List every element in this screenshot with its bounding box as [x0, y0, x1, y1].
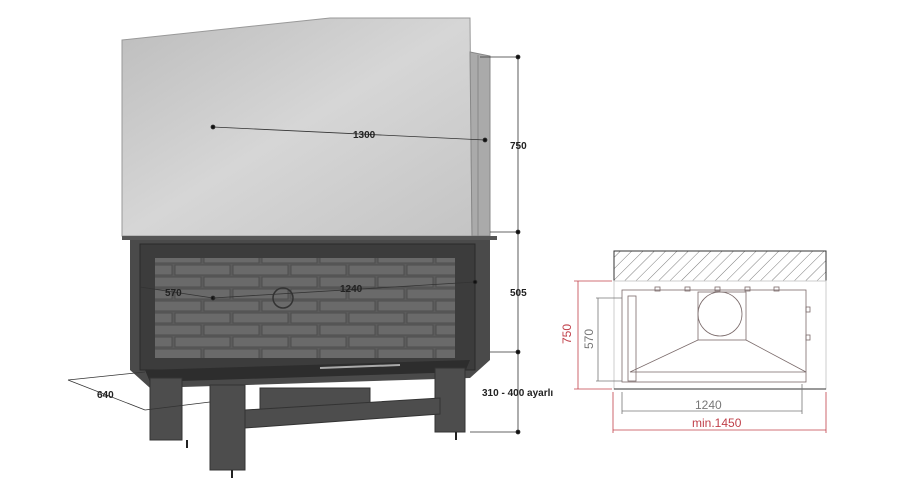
glass-width-label: 1240	[340, 284, 363, 295]
depth-base-label: 640	[97, 390, 114, 401]
depth-side-label: 570	[165, 288, 182, 299]
width-top-label: 1300	[353, 130, 376, 141]
plan-height-label: 750	[560, 323, 575, 345]
stand	[149, 367, 466, 478]
plan-inner-width-label: 1240	[695, 398, 722, 412]
firebox-height-label: 505	[510, 288, 527, 299]
logo-emblem	[272, 287, 294, 309]
door-handle	[319, 364, 401, 369]
plan-depth-label: 570	[582, 328, 597, 350]
hood	[121, 17, 491, 237]
plan-dimension-lines	[574, 280, 827, 433]
plan-view	[574, 250, 827, 433]
plan-min-width-label: min.1450	[692, 416, 742, 430]
firebox	[122, 236, 497, 388]
brick-lining	[155, 258, 455, 358]
hood-height-label: 750	[510, 141, 527, 152]
leg-height-label: 310 - 400 ayarlı	[482, 388, 554, 399]
dimension-lines	[67, 54, 521, 435]
